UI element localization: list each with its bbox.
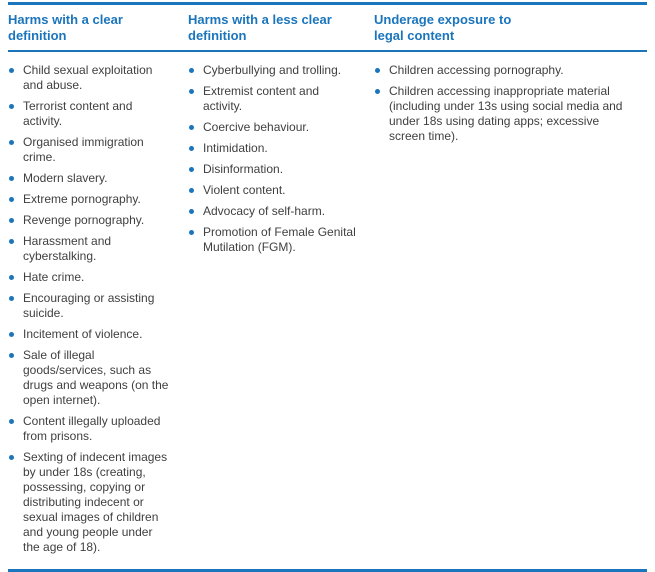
column-clear-definition: Child sexual exploitation and abuse. Ter… <box>8 63 188 561</box>
list-item-text: Sexting of indecent images by under 18s … <box>23 450 168 554</box>
list-item-text: Cyberbullying and trolling. <box>203 63 342 77</box>
bullet-icon <box>189 230 194 235</box>
list-item-text: Modern slavery. <box>23 171 108 185</box>
list-item: Violent content. <box>188 183 358 198</box>
list-item: Disinformation. <box>188 162 358 177</box>
list-item-text: Content illegally uploaded from prisons. <box>23 414 161 443</box>
list-item: Children accessing pornography. <box>374 63 631 78</box>
table-header-row: Harms with a clear definition Harms with… <box>8 5 647 50</box>
list-item-text: Terrorist content and activity. <box>23 99 133 128</box>
bullet-icon <box>189 68 194 73</box>
list-item: Modern slavery. <box>8 171 172 186</box>
bullet-icon <box>9 140 14 145</box>
bullet-icon <box>9 455 14 460</box>
bullet-icon <box>189 167 194 172</box>
bullet-icon <box>189 125 194 130</box>
list-item-text: Disinformation. <box>203 162 284 176</box>
list-item-text: Incitement of violence. <box>23 327 143 341</box>
list-item-text: Coercive behaviour. <box>203 120 310 134</box>
header-cell-less-clear-definition: Harms with a less clear definition <box>188 12 374 44</box>
bullet-icon <box>9 197 14 202</box>
list-item-text: Advocacy of self-harm. <box>203 204 326 218</box>
table-body-row: Child sexual exploitation and abuse. Ter… <box>8 52 647 569</box>
list-item: Hate crime. <box>8 270 172 285</box>
list-item: Intimidation. <box>188 141 358 156</box>
bullet-icon <box>189 188 194 193</box>
list-item-text: Intimidation. <box>203 141 268 155</box>
list-item: Organised immigration crime. <box>8 135 172 165</box>
bullet-icon <box>9 419 14 424</box>
list-item: Revenge pornography. <box>8 213 172 228</box>
bullet-icon <box>9 218 14 223</box>
list-item-text: Violent content. <box>203 183 286 197</box>
list-item: Extremist content and activity. <box>188 84 358 114</box>
list-item-text: Children accessing inappropriate materia… <box>389 84 623 143</box>
list-item: Advocacy of self-harm. <box>188 204 358 219</box>
list-item: Extreme pornography. <box>8 192 172 207</box>
underage-exposure-list: Children accessing pornography. Children… <box>374 63 631 144</box>
list-item-text: Organised immigration crime. <box>23 135 144 164</box>
list-item: Cyberbullying and trolling. <box>188 63 358 78</box>
list-item-text: Child sexual exploitation and abuse. <box>23 63 153 92</box>
bullet-icon <box>9 239 14 244</box>
list-item: Coercive behaviour. <box>188 120 358 135</box>
list-item-text: Extreme pornography. <box>23 192 141 206</box>
bullet-icon <box>9 296 14 301</box>
bullet-icon <box>9 353 14 358</box>
column-heading-underage-exposure: Underage exposure to legal content <box>374 12 512 43</box>
list-item-text: Hate crime. <box>23 270 85 284</box>
list-item: Sexting of indecent images by under 18s … <box>8 450 172 555</box>
clear-definition-list: Child sexual exploitation and abuse. Ter… <box>8 63 172 555</box>
header-cell-clear-definition: Harms with a clear definition <box>8 12 188 44</box>
list-item: Child sexual exploitation and abuse. <box>8 63 172 93</box>
list-item: Sale of illegal goods/services, such as … <box>8 348 172 408</box>
bullet-icon <box>189 89 194 94</box>
list-item-text: Harassment and cyberstalking. <box>23 234 112 263</box>
bullet-icon <box>9 176 14 181</box>
bullet-icon <box>189 209 194 214</box>
bullet-icon <box>9 68 14 73</box>
column-underage-exposure: Children accessing pornography. Children… <box>374 63 647 561</box>
list-item: Terrorist content and activity. <box>8 99 172 129</box>
list-item-text: Extremist content and activity. <box>203 84 320 113</box>
bullet-icon <box>9 332 14 337</box>
bullet-icon <box>189 146 194 151</box>
list-item: Incitement of violence. <box>8 327 172 342</box>
list-item-text: Encouraging or assisting suicide. <box>23 291 155 320</box>
top-rule <box>8 2 647 5</box>
list-item-text: Promotion of Female Genital Mutilation (… <box>203 225 356 254</box>
list-item-text: Sale of illegal goods/services, such as … <box>23 348 169 407</box>
list-item: Encouraging or assisting suicide. <box>8 291 172 321</box>
list-item-text: Revenge pornography. <box>23 213 145 227</box>
column-heading-clear-definition: Harms with a clear definition <box>8 12 123 43</box>
header-divider-rule <box>8 50 647 52</box>
bullet-icon <box>375 89 380 94</box>
column-less-clear-definition: Cyberbullying and trolling. Extremist co… <box>188 63 374 561</box>
bullet-icon <box>375 68 380 73</box>
list-item: Children accessing inappropriate materia… <box>374 84 631 144</box>
list-item: Harassment and cyberstalking. <box>8 234 172 264</box>
bullet-icon <box>9 104 14 109</box>
list-item: Content illegally uploaded from prisons. <box>8 414 172 444</box>
list-item-text: Children accessing pornography. <box>389 63 564 77</box>
bullet-icon <box>9 275 14 280</box>
column-heading-less-clear-definition: Harms with a less clear definition <box>188 12 332 43</box>
list-item: Promotion of Female Genital Mutilation (… <box>188 225 358 255</box>
header-cell-underage-exposure: Underage exposure to legal content <box>374 12 647 44</box>
less-clear-definition-list: Cyberbullying and trolling. Extremist co… <box>188 63 358 255</box>
